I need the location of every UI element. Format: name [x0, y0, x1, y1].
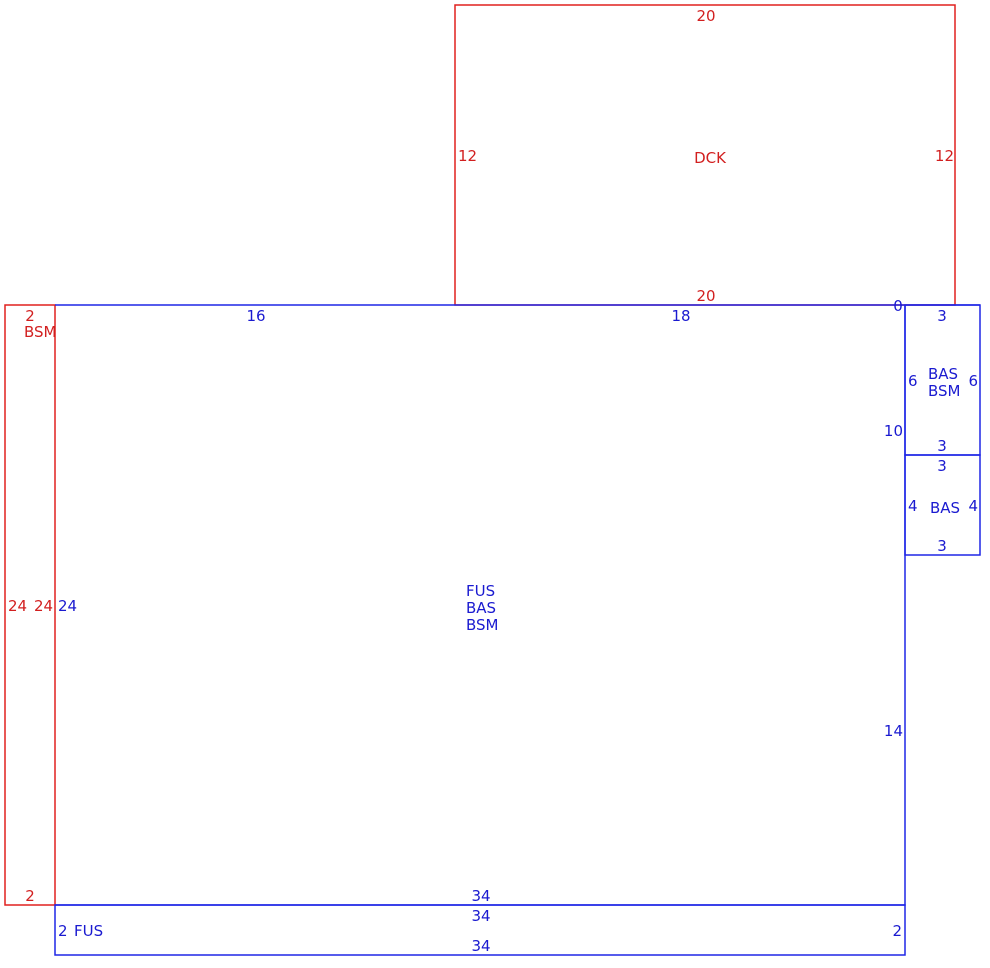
- main-label-bsm: BSM: [466, 616, 499, 634]
- deck-label: DCK: [694, 149, 727, 167]
- upper-bumpout-top-dimension: 3: [937, 307, 947, 325]
- deck-area: 20 20 12 12 DCK: [454, 4, 956, 306]
- main-building-area: 16 18 0 24 10 14 34 FUS BAS BSM: [55, 297, 980, 906]
- lower-bumpout-left-dimension: 4: [908, 497, 918, 515]
- foundation-strip-area: 34 34 2 FUS 2: [54, 904, 906, 956]
- foundation-strip-outline: [54, 904, 906, 956]
- lower-bumpout-right-dimension: 4: [968, 497, 978, 515]
- deck-left-dimension: 12: [458, 147, 477, 165]
- foundation-strip-bottom-dimension: 34: [471, 937, 490, 955]
- main-left-dimension: 24: [58, 597, 77, 615]
- main-right-lower-dimension: 14: [884, 722, 903, 740]
- main-top-left-dimension: 16: [246, 307, 265, 325]
- deck-top-dimension: 20: [696, 7, 715, 25]
- foundation-strip-left-dimension: 2: [58, 922, 68, 940]
- lower-bumpout-area: 3 3 4 4 BAS: [904, 454, 981, 556]
- deck-right-dimension: 12: [935, 147, 954, 165]
- upper-bumpout-label-bas: BAS: [928, 365, 958, 383]
- upper-bumpout-right-dimension: 6: [968, 372, 978, 390]
- foundation-strip-right-dimension: 2: [892, 922, 902, 940]
- basement-strip-label: BSM: [24, 323, 57, 341]
- lower-bumpout-outline: [904, 454, 981, 556]
- basement-strip-right-dimension: 24: [34, 597, 53, 615]
- foundation-strip-top-dimension: 34: [471, 907, 490, 925]
- main-label-fus: FUS: [466, 582, 495, 600]
- upper-bumpout-area: 3 3 6 6 BAS BSM: [904, 304, 981, 456]
- lower-bumpout-bottom-dimension: 3: [937, 537, 947, 555]
- lower-bumpout-top-dimension: 3: [937, 457, 947, 475]
- main-right-upper-dimension: 10: [884, 422, 903, 440]
- basement-strip-left-dimension: 24: [8, 597, 27, 615]
- basement-strip-outline: [4, 304, 56, 906]
- main-bottom-dimension: 34: [471, 887, 490, 905]
- upper-bumpout-label-bsm: BSM: [928, 382, 961, 400]
- lower-bumpout-label: BAS: [930, 499, 960, 517]
- basement-strip-area: 2 BSM 2 24 24: [4, 304, 57, 906]
- basement-strip-bottom-dimension: 2: [25, 887, 35, 905]
- upper-bumpout-bottom-dimension: 3: [937, 437, 947, 455]
- main-label-bas: BAS: [466, 599, 496, 617]
- basement-strip-top-dimension: 2: [25, 307, 35, 325]
- upper-bumpout-left-dimension: 6: [908, 372, 918, 390]
- foundation-strip-label: FUS: [74, 922, 103, 940]
- main-top-right-dimension: 18: [671, 307, 690, 325]
- deck-bottom-dimension: 20: [696, 287, 715, 305]
- main-corner-dimension: 0: [893, 297, 903, 315]
